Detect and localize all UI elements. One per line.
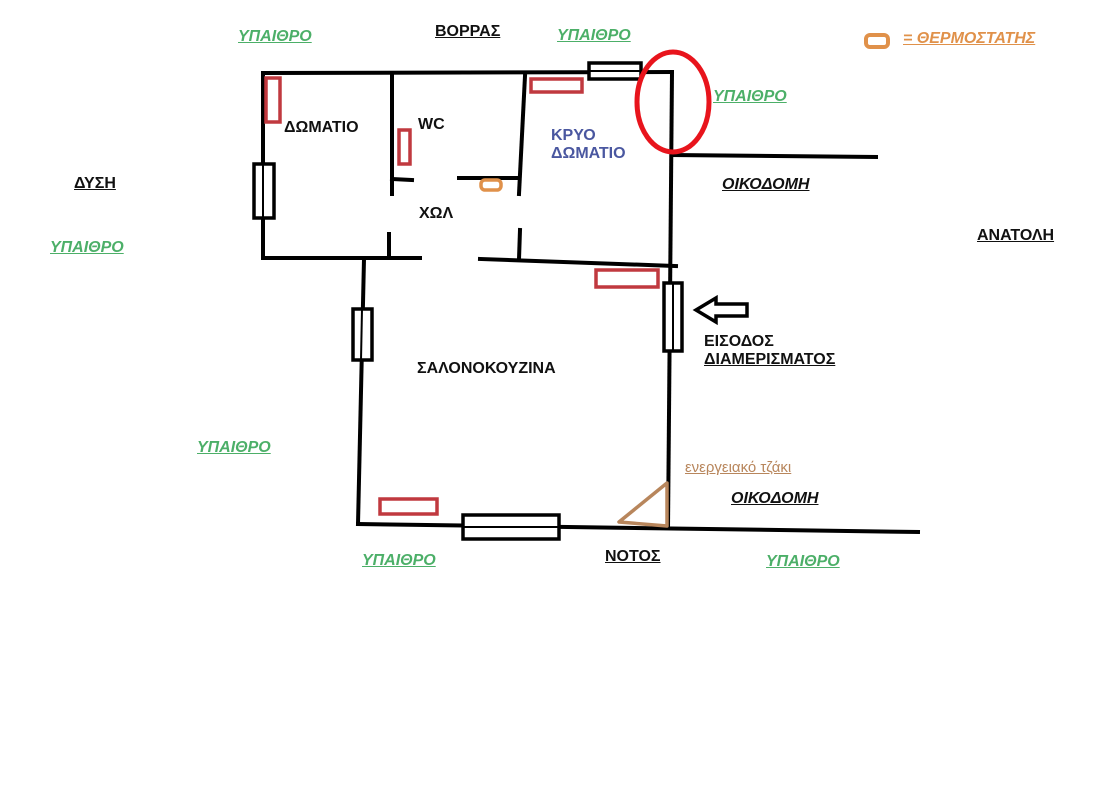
outdoor-label: ΥΠΑΙΘΡΟ: [238, 28, 312, 45]
cold-room-line2: ΔΩΜΑΤΙΟ: [551, 145, 626, 163]
entrance-line2: ΔΙΑΜΕΡΙΣΜΑΤΟΣ: [704, 351, 836, 369]
room-label-hall: ΧΩΛ: [419, 205, 454, 222]
radiator-living-east: [594, 268, 660, 289]
entrance-arrow-icon: [692, 294, 749, 326]
outdoor-label: ΥΠΑΙΘΡΟ: [50, 239, 124, 256]
radiator-coldroom: [529, 77, 584, 94]
entrance-line1: ΕΙΣΟΔΟΣ: [704, 333, 774, 350]
fireplace-icon: [617, 481, 669, 528]
radiator-wc: [397, 128, 412, 166]
wall-south: [355, 521, 921, 535]
wall-coldroom-south: [477, 256, 679, 269]
outdoor-label: ΥΠΑΙΘΡΟ: [766, 553, 840, 570]
wall-wc-stub: [389, 176, 415, 183]
cold-room-line1: ΚΡΥΟ: [551, 127, 596, 144]
compass-south: ΝΟΤΟΣ: [605, 548, 661, 565]
wall-coldroom-hall-stub: [516, 227, 523, 262]
wall-building-east: [669, 152, 879, 160]
outdoor-label: ΥΠΑΙΘΡΟ: [557, 27, 631, 44]
wall-wc-coldroom: [516, 73, 528, 197]
outdoor-label: ΥΠΑΙΘΡΟ: [197, 439, 271, 456]
compass-north: ΒΟΡΡΑΣ: [435, 23, 501, 40]
radiator-bedroom: [264, 76, 282, 124]
room-label-wc: WC: [418, 116, 445, 133]
room-label-cold-room: ΚΡΥΟ ΔΩΜΑΤΙΟ: [551, 127, 626, 164]
compass-east: ΑΝΑΤΟΛΗ: [977, 227, 1055, 244]
legend-thermostat-symbol: [864, 33, 890, 49]
radiator-living-south: [378, 497, 439, 516]
highlight-circle: [634, 49, 712, 155]
fireplace-label: ενεργειακό τζάκι: [685, 459, 792, 476]
entrance-label: ΕΙΣΟΔΟΣ ΔΙΑΜΕΡΙΣΜΑΤΟΣ: [704, 333, 835, 370]
building-label: ΟΙΚΟΔΟΜΗ: [731, 490, 819, 507]
thermostat: [479, 178, 503, 192]
outdoor-label: ΥΠΑΙΘΡΟ: [713, 88, 787, 105]
outdoor-label: ΥΠΑΙΘΡΟ: [362, 552, 436, 569]
room-label-living-kitchen: ΣΑΛΟΝΟΚΟΥΖΙΝΑ: [417, 360, 556, 377]
compass-west: ΔΥΣΗ: [74, 175, 116, 192]
building-label: ΟΙΚΟΔΟΜΗ: [722, 176, 810, 193]
wall-living-west: [355, 256, 367, 527]
legend-label: = ΘΕΡΜΟΣΤΑΤΗΣ: [903, 30, 1036, 47]
room-label-bedroom: ΔΩΜΑΤΙΟ: [284, 119, 359, 136]
